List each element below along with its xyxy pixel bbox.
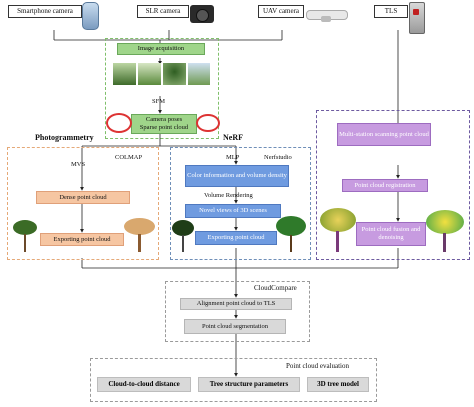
dense-point-cloud-box: Dense point cloud	[36, 191, 130, 204]
nerf-group	[170, 147, 311, 260]
mlp-label: MLP	[226, 154, 240, 161]
sfm-label: SFM	[152, 98, 166, 105]
camera-poses-text: Camera poses	[145, 116, 183, 123]
alignment-box: Alignment point cloud to TLS	[180, 298, 292, 310]
color-density-box: Color information and volume density	[185, 165, 289, 187]
tree-icon	[172, 220, 194, 254]
sparse-point-cloud-text: Sparse point cloud	[139, 124, 189, 131]
camera-poses-box: Camera poses Sparse point cloud	[131, 114, 197, 134]
tree-icon	[276, 216, 306, 254]
tls-label: TLS	[374, 5, 408, 18]
cloudcompare-group	[165, 281, 310, 342]
registration-box: Point cloud registration	[342, 179, 428, 192]
smartphone-camera-label: Smartphone camera	[8, 5, 82, 18]
photogrammetry-group	[7, 147, 159, 260]
tree-icon	[426, 210, 464, 254]
uav-drone-icon	[306, 10, 348, 22]
nerf-title: NeRF	[223, 133, 243, 142]
image-acquisition-box: Image acquisition	[117, 43, 205, 55]
novel-views-box: Novel views of 3D scenes	[185, 204, 281, 218]
photogrammetry-export-box: Exporting point cloud	[40, 233, 124, 246]
evaluation-group	[90, 358, 377, 402]
mvs-label: MVS	[71, 161, 86, 168]
smartphone-icon	[82, 2, 99, 30]
nerf-export-box: Exporting point cloud	[195, 231, 277, 245]
acquisition-group	[105, 38, 219, 139]
tree-icon	[320, 208, 356, 254]
slr-camera-icon	[190, 5, 214, 23]
tree-model-item: 3D tree model	[307, 377, 369, 392]
photogrammetry-title: Photogrammetry	[35, 133, 94, 142]
slr-camera-label: SLR camera	[137, 5, 189, 18]
photo-thumbnails	[113, 63, 210, 85]
sparse-cloud-left-icon	[106, 113, 132, 133]
segmentation-box: Point cloud segmentation	[184, 319, 286, 334]
tls-group	[316, 110, 470, 260]
tree-structure-item: Tree structure parameters	[198, 377, 300, 392]
tree-icon	[124, 218, 155, 254]
nerfstudio-label: Nerfstudio	[264, 154, 292, 161]
multi-station-box: Multi-station scanning point cloud	[337, 123, 431, 146]
colmap-label: COLMAP	[115, 154, 143, 161]
cloud-to-cloud-item: Cloud-to-cloud distance	[97, 377, 191, 392]
cloudcompare-title: CloudCompare	[254, 284, 297, 292]
tls-scanner-icon	[409, 2, 425, 34]
volume-rendering-label: Volume Rendering	[204, 192, 253, 199]
fusion-denoising-box: Point cloud fusion and denoising	[356, 222, 426, 246]
evaluation-title: Point cloud evaluation	[286, 362, 349, 370]
uav-camera-label: UAV camera	[258, 5, 304, 18]
sparse-cloud-right-icon	[196, 114, 220, 132]
tree-icon	[12, 220, 38, 254]
